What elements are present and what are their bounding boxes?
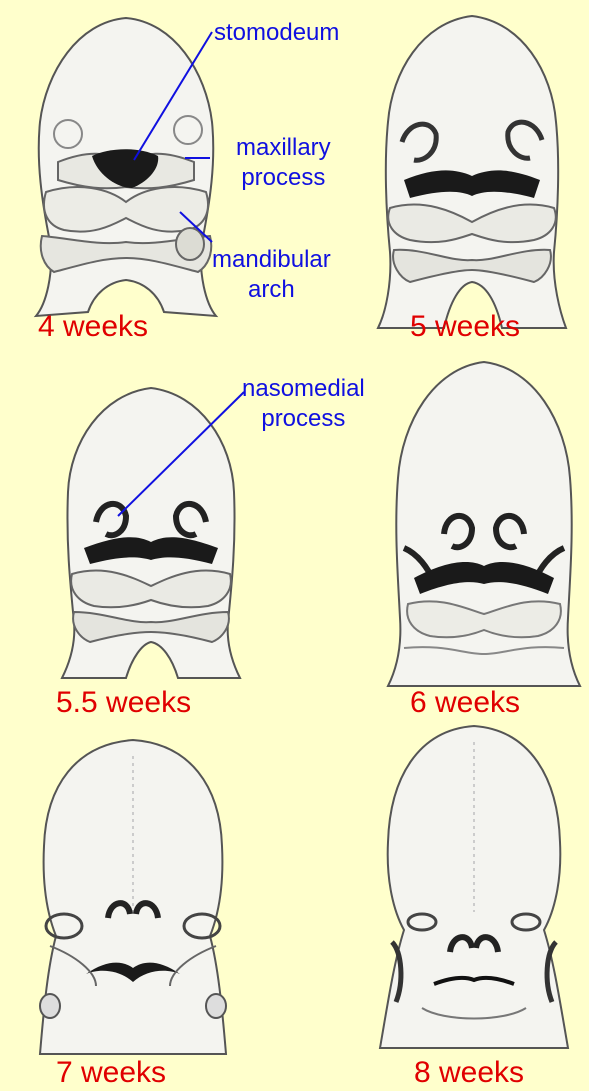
embryo-drawing-5-5-weeks <box>56 382 246 682</box>
embryo-drawing-6-weeks <box>384 358 584 690</box>
stage-label-5-5-weeks: 5.5 weeks <box>56 688 191 718</box>
maxillary-text-line-1: maxillary <box>236 133 331 163</box>
nasomedial-text-line-2: process <box>242 404 365 434</box>
mandibular-text-line-2: arch <box>212 275 331 305</box>
embryo-drawing-8-weeks <box>374 722 574 1052</box>
maxillary-text-line-2: process <box>236 163 331 193</box>
embryo-drawing-4-weeks <box>28 12 224 322</box>
nasomedial-process-label: nasomedial process <box>242 374 365 434</box>
stage-label-7-weeks: 7 weeks <box>56 1058 166 1088</box>
mandibular-arch-label: mandibular arch <box>212 245 331 305</box>
stage-label-4-weeks: 4 weeks <box>38 312 148 342</box>
stage-label-6-weeks: 6 weeks <box>410 688 520 718</box>
nasomedial-text-line-1: nasomedial <box>242 374 365 404</box>
maxillary-process-label: maxillary process <box>236 133 331 193</box>
embryo-drawing-7-weeks <box>36 736 230 1058</box>
mandibular-text-line-1: mandibular <box>212 245 331 275</box>
stage-label-5-weeks: 5 weeks <box>410 312 520 342</box>
stomodeum-text: stomodeum <box>214 19 339 46</box>
stomodeum-label: stomodeum <box>214 18 339 48</box>
stage-label-8-weeks: 8 weeks <box>414 1058 524 1088</box>
embryo-drawing-5-weeks <box>374 12 570 334</box>
